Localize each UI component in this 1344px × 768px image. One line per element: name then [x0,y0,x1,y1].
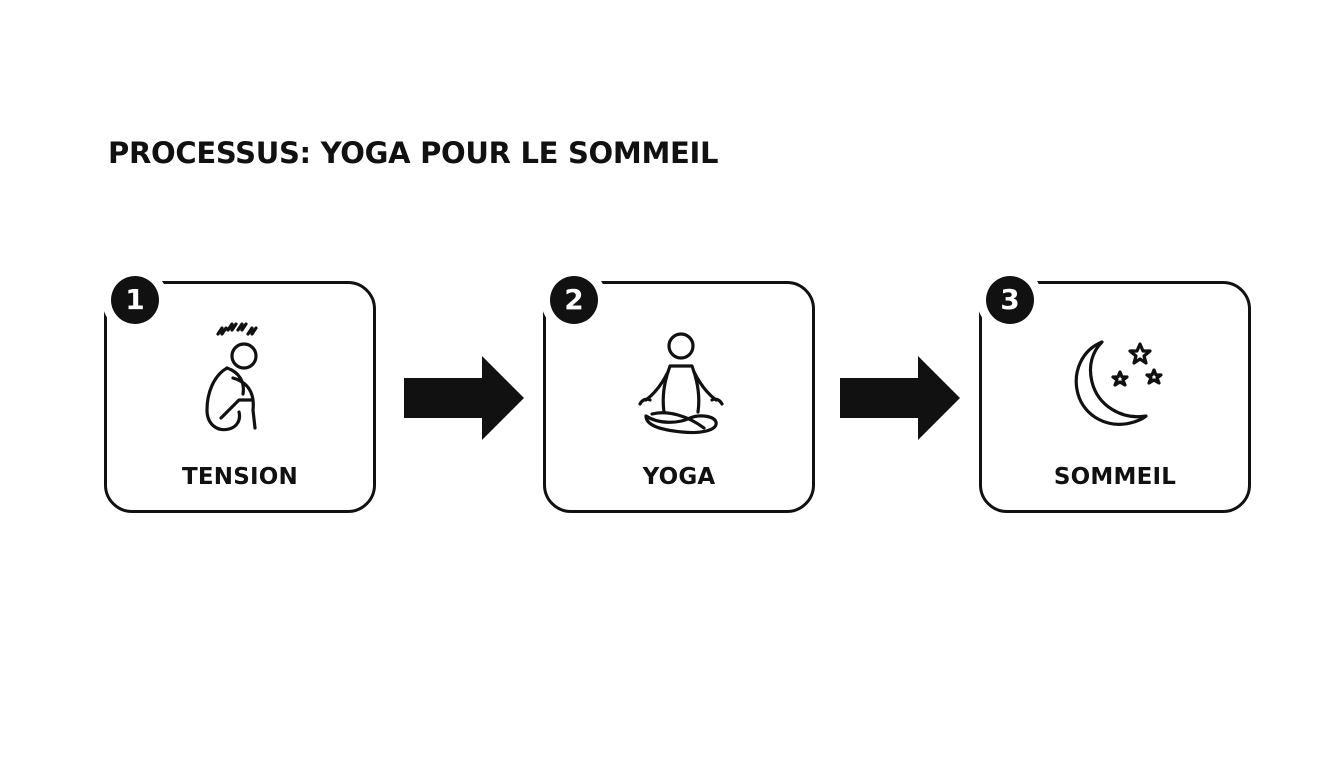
step-number: 2 [550,276,598,324]
step-number: 1 [111,276,159,324]
step-sommeil: 3 SOMMEIL [977,267,1251,513]
step-label: YOGA [642,464,716,490]
step-number: 3 [986,276,1034,324]
step-number-badge: 2 [541,267,607,333]
step-yoga: 2 YOGA [541,267,815,513]
step-number-badge: 1 [102,267,168,333]
arrow-right-icon [404,356,524,440]
meditation-icon [638,332,724,435]
diagram-title: PROCESSUS: YOGA POUR LE SOMMEIL [108,136,719,170]
step-label: TENSION [182,464,298,490]
step-label: SOMMEIL [1053,464,1177,490]
step-number-badge: 3 [977,267,1043,333]
arrow-right-icon [840,356,960,440]
tense-person-icon [205,322,258,432]
moon-stars-icon [1074,340,1163,426]
step-tension: 1 TENSION [102,267,376,513]
